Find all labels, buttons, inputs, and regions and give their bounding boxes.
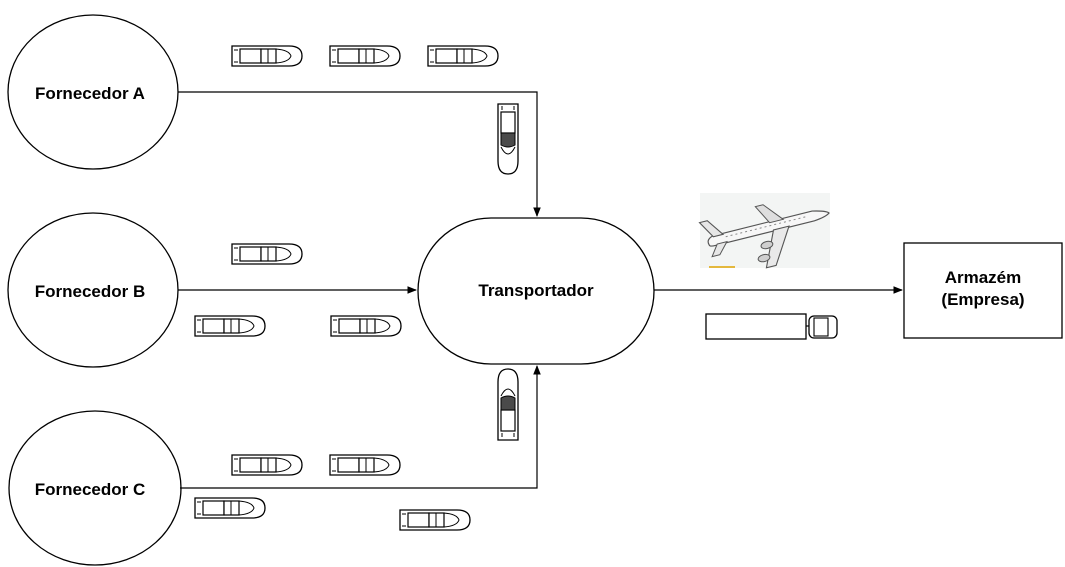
car-icon (400, 510, 470, 530)
supplier-a-label: Fornecedor A (35, 84, 145, 103)
car-icon (232, 455, 302, 475)
warehouse-node: Armazém (Empresa) (904, 243, 1062, 338)
supplier-c-node: Fornecedor C (9, 411, 181, 565)
warehouse-label-line1: Armazém (945, 268, 1022, 287)
supplier-a-node: Fornecedor A (8, 15, 178, 169)
car-icon (195, 316, 265, 336)
car-icon (232, 244, 302, 264)
car-icon (232, 46, 302, 66)
car-icon (195, 498, 265, 518)
car-icon (330, 46, 400, 66)
edge-supplier-a-to-carrier (178, 92, 537, 216)
supplier-c-label: Fornecedor C (35, 480, 146, 499)
car-icon (331, 316, 401, 336)
warehouse-label-line2: (Empresa) (941, 290, 1024, 309)
truck-icon (706, 314, 837, 339)
carrier-node: Transportador (418, 218, 654, 364)
airplane-icon (699, 190, 838, 281)
carrier-label: Transportador (478, 281, 594, 300)
supplier-b-label: Fornecedor B (35, 282, 146, 301)
car-icon (428, 46, 498, 66)
car-icon (498, 104, 518, 174)
car-icon (330, 455, 400, 475)
car-icon (498, 369, 518, 440)
supplier-b-node: Fornecedor B (8, 213, 178, 367)
